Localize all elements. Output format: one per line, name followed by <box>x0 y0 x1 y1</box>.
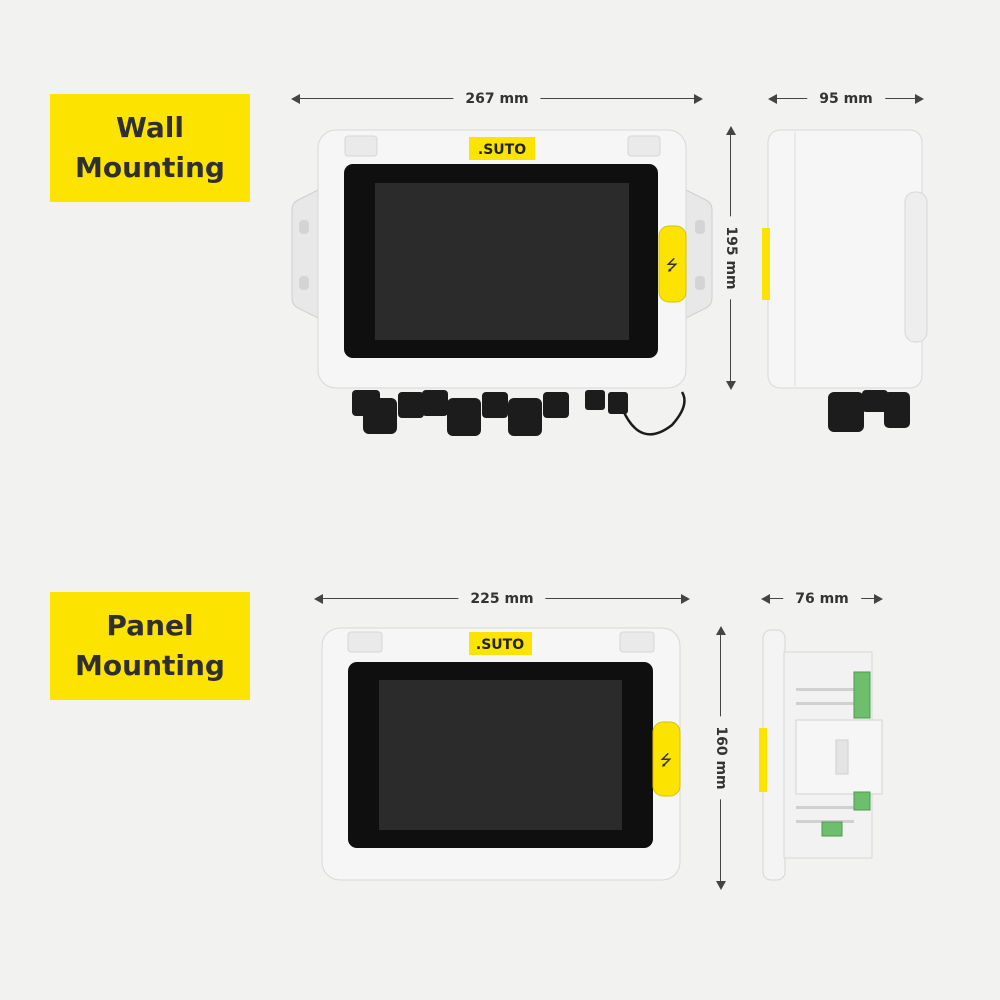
wall-depth-label: 95 mm <box>807 89 885 109</box>
wall-height-dimension: 195 mm <box>721 126 741 390</box>
usb-icon: ⭍ <box>666 256 679 274</box>
panel-label-line2: Mounting <box>75 649 225 682</box>
panel-depth-dimension: 76 mm <box>761 589 883 609</box>
panel-mounting-label: Panel Mounting <box>50 592 250 700</box>
logo-text-wall: .SUTO <box>478 142 526 158</box>
wall-label-line1: Wall <box>116 111 184 144</box>
wall-mounting-label: Wall Mounting <box>50 94 250 202</box>
logo-text-panel: .SUTO <box>476 637 524 653</box>
panel-depth-label: 76 mm <box>783 589 861 609</box>
usb-icon: ⭍ <box>660 751 673 769</box>
panel-width-label: 225 mm <box>458 589 546 609</box>
wall-width-dimension: 267 mm <box>291 89 703 109</box>
wall-label-line2: Mounting <box>75 151 225 184</box>
panel-height-dimension: 160 mm <box>711 626 731 890</box>
panel-width-dimension: 225 mm <box>314 589 690 609</box>
panel-label-line1: Panel <box>106 609 194 642</box>
wall-width-label: 267 mm <box>453 89 541 109</box>
wall-depth-dimension: 95 mm <box>768 89 924 109</box>
